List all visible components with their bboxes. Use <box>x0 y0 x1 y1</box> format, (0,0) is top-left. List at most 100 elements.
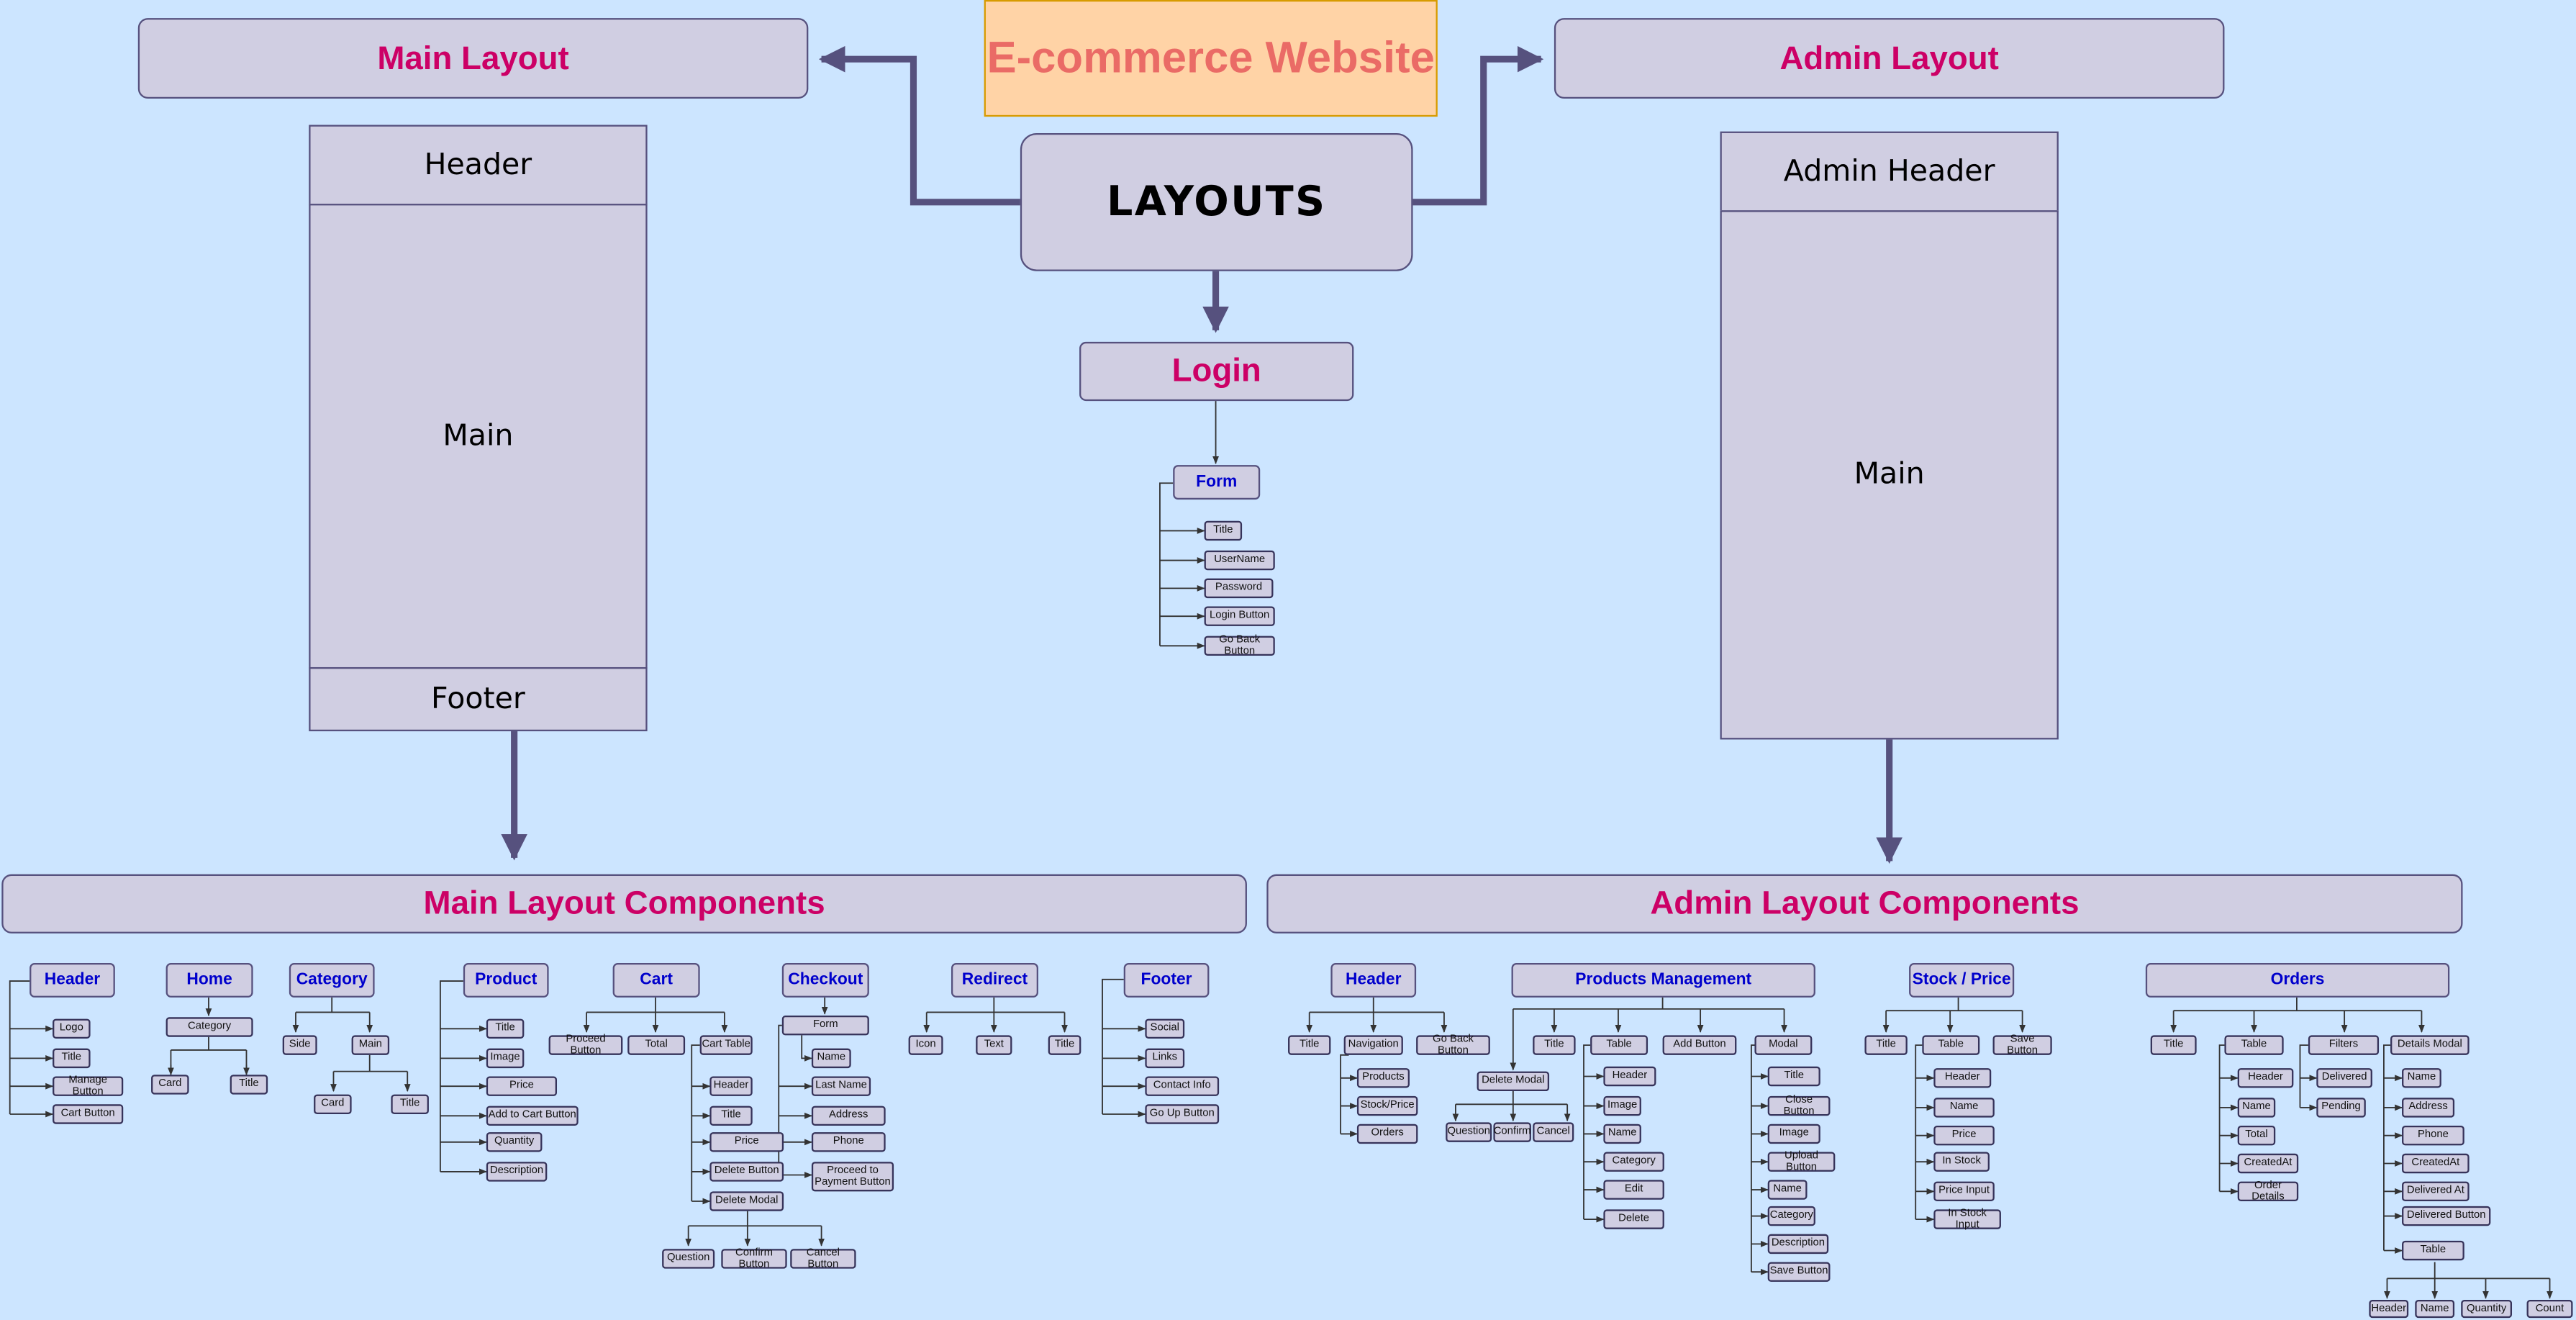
checkout-last-name-node: Last Name <box>811 1076 871 1096</box>
home-card-node: Card <box>151 1075 189 1095</box>
cart-table-node: Cart Table <box>699 1035 753 1055</box>
main-manage-button-node: Manage Button <box>53 1075 124 1098</box>
orders-table-name-node: Name <box>2237 1098 2276 1118</box>
checkout-phone-node: Phone <box>811 1132 886 1152</box>
orders-details-modal-node: Details Modal <box>2390 1035 2470 1055</box>
product-title-node: Title <box>486 1018 525 1039</box>
layouts-box: LAYOUTS <box>1020 132 1413 271</box>
main-home-node: Home <box>165 962 253 998</box>
pm-modal-upload-node: Upload Button <box>1767 1150 1836 1173</box>
pm-table-name-node: Name <box>1603 1124 1641 1144</box>
admin-orders-node: Orders <box>2145 962 2450 998</box>
footer-links-node: Links <box>1145 1048 1185 1069</box>
filter-delivered-node: Delivered <box>2316 1068 2372 1088</box>
details-created-node: CreatedAt <box>2402 1153 2470 1174</box>
sp-in-stock-node: In Stock <box>1933 1152 1990 1172</box>
pm-add-button-node: Add Button <box>1662 1035 1737 1055</box>
pm-modal-title-node: Title <box>1767 1066 1820 1087</box>
login-title-node: Title <box>1204 520 1243 541</box>
main-product-node: Product <box>463 962 549 998</box>
pm-table-header-node: Header <box>1603 1066 1656 1087</box>
details-table-name-node: Name <box>2415 1300 2455 1319</box>
footer-contact-node: Contact Info <box>1145 1076 1220 1096</box>
main-redirect-node: Redirect <box>951 962 1038 998</box>
pm-modal-category-node: Category <box>1767 1206 1815 1226</box>
sp-title-node: Title <box>1864 1035 1908 1055</box>
product-price-node: Price <box>486 1076 558 1096</box>
pm-modal-image-node: Image <box>1767 1124 1820 1144</box>
cart-modal-confirm-node: Confirm Button <box>721 1247 787 1270</box>
login-password-node: Password <box>1204 578 1274 599</box>
admin-products-management-node: Products Management <box>1511 962 1815 998</box>
admin-frame-header: Admin Header <box>1720 131 2059 212</box>
main-checkout-node: Checkout <box>781 962 869 998</box>
details-phone-node: Phone <box>2402 1125 2464 1146</box>
sp-header-node: Header <box>1933 1068 1992 1088</box>
redirect-text-node: Text <box>976 1035 1012 1055</box>
sp-name-node: Name <box>1933 1098 1995 1118</box>
pm-table-image-node: Image <box>1603 1095 1641 1116</box>
admin-header-title-node: Title <box>1288 1035 1331 1055</box>
orders-table-node: Table <box>2224 1035 2284 1055</box>
checkout-form-node: Form <box>781 1016 869 1036</box>
main-frame-footer: Footer <box>309 666 648 732</box>
nav-orders-node: Orders <box>1356 1124 1418 1144</box>
sp-price-input-node: Price Input <box>1933 1181 1995 1202</box>
main-frame-main: Main <box>309 204 648 669</box>
diagram-title: E-commerce Website <box>984 0 1438 117</box>
login-username-node: UserName <box>1204 550 1275 571</box>
main-logo-node: Logo <box>53 1018 91 1039</box>
admin-components-bar: Admin Layout Components <box>1266 874 2463 934</box>
orders-table-created-node: CreatedAt <box>2237 1153 2299 1174</box>
product-add-to-cart-node: Add to Cart Button <box>486 1106 579 1126</box>
pm-confirm-node: Confirm <box>1493 1122 1531 1142</box>
cart-table-title-node: Title <box>709 1106 753 1126</box>
redirect-title-node: Title <box>1048 1035 1081 1055</box>
main-header-node: Header <box>30 962 115 998</box>
nav-products-node: Products <box>1356 1068 1410 1088</box>
pm-delete-modal-node: Delete Modal <box>1477 1071 1550 1092</box>
filter-pending-node: Pending <box>2316 1098 2366 1118</box>
pm-modal-save-node: Save Button <box>1767 1262 1831 1282</box>
pm-title-node: Title <box>1533 1035 1576 1055</box>
pm-modal-node: Modal <box>1754 1035 1813 1055</box>
login-box: Login <box>1079 341 1354 402</box>
home-title-node: Title <box>230 1075 268 1095</box>
cart-table-delete-modal-node: Delete Modal <box>709 1191 784 1211</box>
login-goback-node: Go Back Button <box>1204 634 1275 657</box>
category-title-node: Title <box>391 1094 429 1115</box>
category-card-node: Card <box>314 1094 352 1115</box>
admin-stock-price-node: Stock / Price <box>1909 962 2015 998</box>
home-category-node: Category <box>165 1017 253 1037</box>
pm-table-delete-node: Delete <box>1603 1209 1664 1229</box>
details-table-node: Table <box>2402 1240 2464 1261</box>
product-description-node: Description <box>486 1162 548 1182</box>
cart-proceed-button-node: Proceed Button <box>548 1034 623 1057</box>
pm-modal-description-node: Description <box>1767 1234 1829 1255</box>
admin-header-node: Header <box>1330 962 1417 998</box>
pm-question-node: Question <box>1446 1122 1492 1142</box>
sp-table-node: Table <box>1922 1035 1980 1055</box>
login-form-node: Form <box>1173 465 1261 500</box>
login-button-node: Login Button <box>1204 606 1275 626</box>
checkout-address-node: Address <box>811 1106 886 1126</box>
category-main-node: Main <box>351 1035 390 1055</box>
redirect-icon-node: Icon <box>908 1035 943 1055</box>
orders-table-header-node: Header <box>2237 1068 2294 1088</box>
orders-table-details-node: Order Details <box>2237 1180 2299 1203</box>
cart-modal-cancel-node: Cancel Button <box>790 1247 856 1270</box>
pm-modal-close-node: Close Button <box>1767 1094 1831 1118</box>
nav-stock-price-node: Stock/Price <box>1356 1095 1418 1116</box>
pm-table-category-node: Category <box>1603 1152 1664 1172</box>
cart-modal-question-node: Question <box>662 1249 715 1269</box>
cart-table-price-node: Price <box>709 1132 784 1152</box>
details-name-node: Name <box>2402 1068 2441 1088</box>
main-cart-node: Cart <box>612 962 700 998</box>
cart-table-header-node: Header <box>709 1076 753 1096</box>
pm-modal-name-node: Name <box>1767 1180 1808 1200</box>
details-delivered-button-node: Delivered Button <box>2402 1206 2491 1226</box>
main-components-bar: Main Layout Components <box>1 874 1247 934</box>
cart-table-delete-button-node: Delete Button <box>709 1162 784 1182</box>
checkout-payment-button-node: Proceed to Payment Button <box>811 1162 894 1192</box>
